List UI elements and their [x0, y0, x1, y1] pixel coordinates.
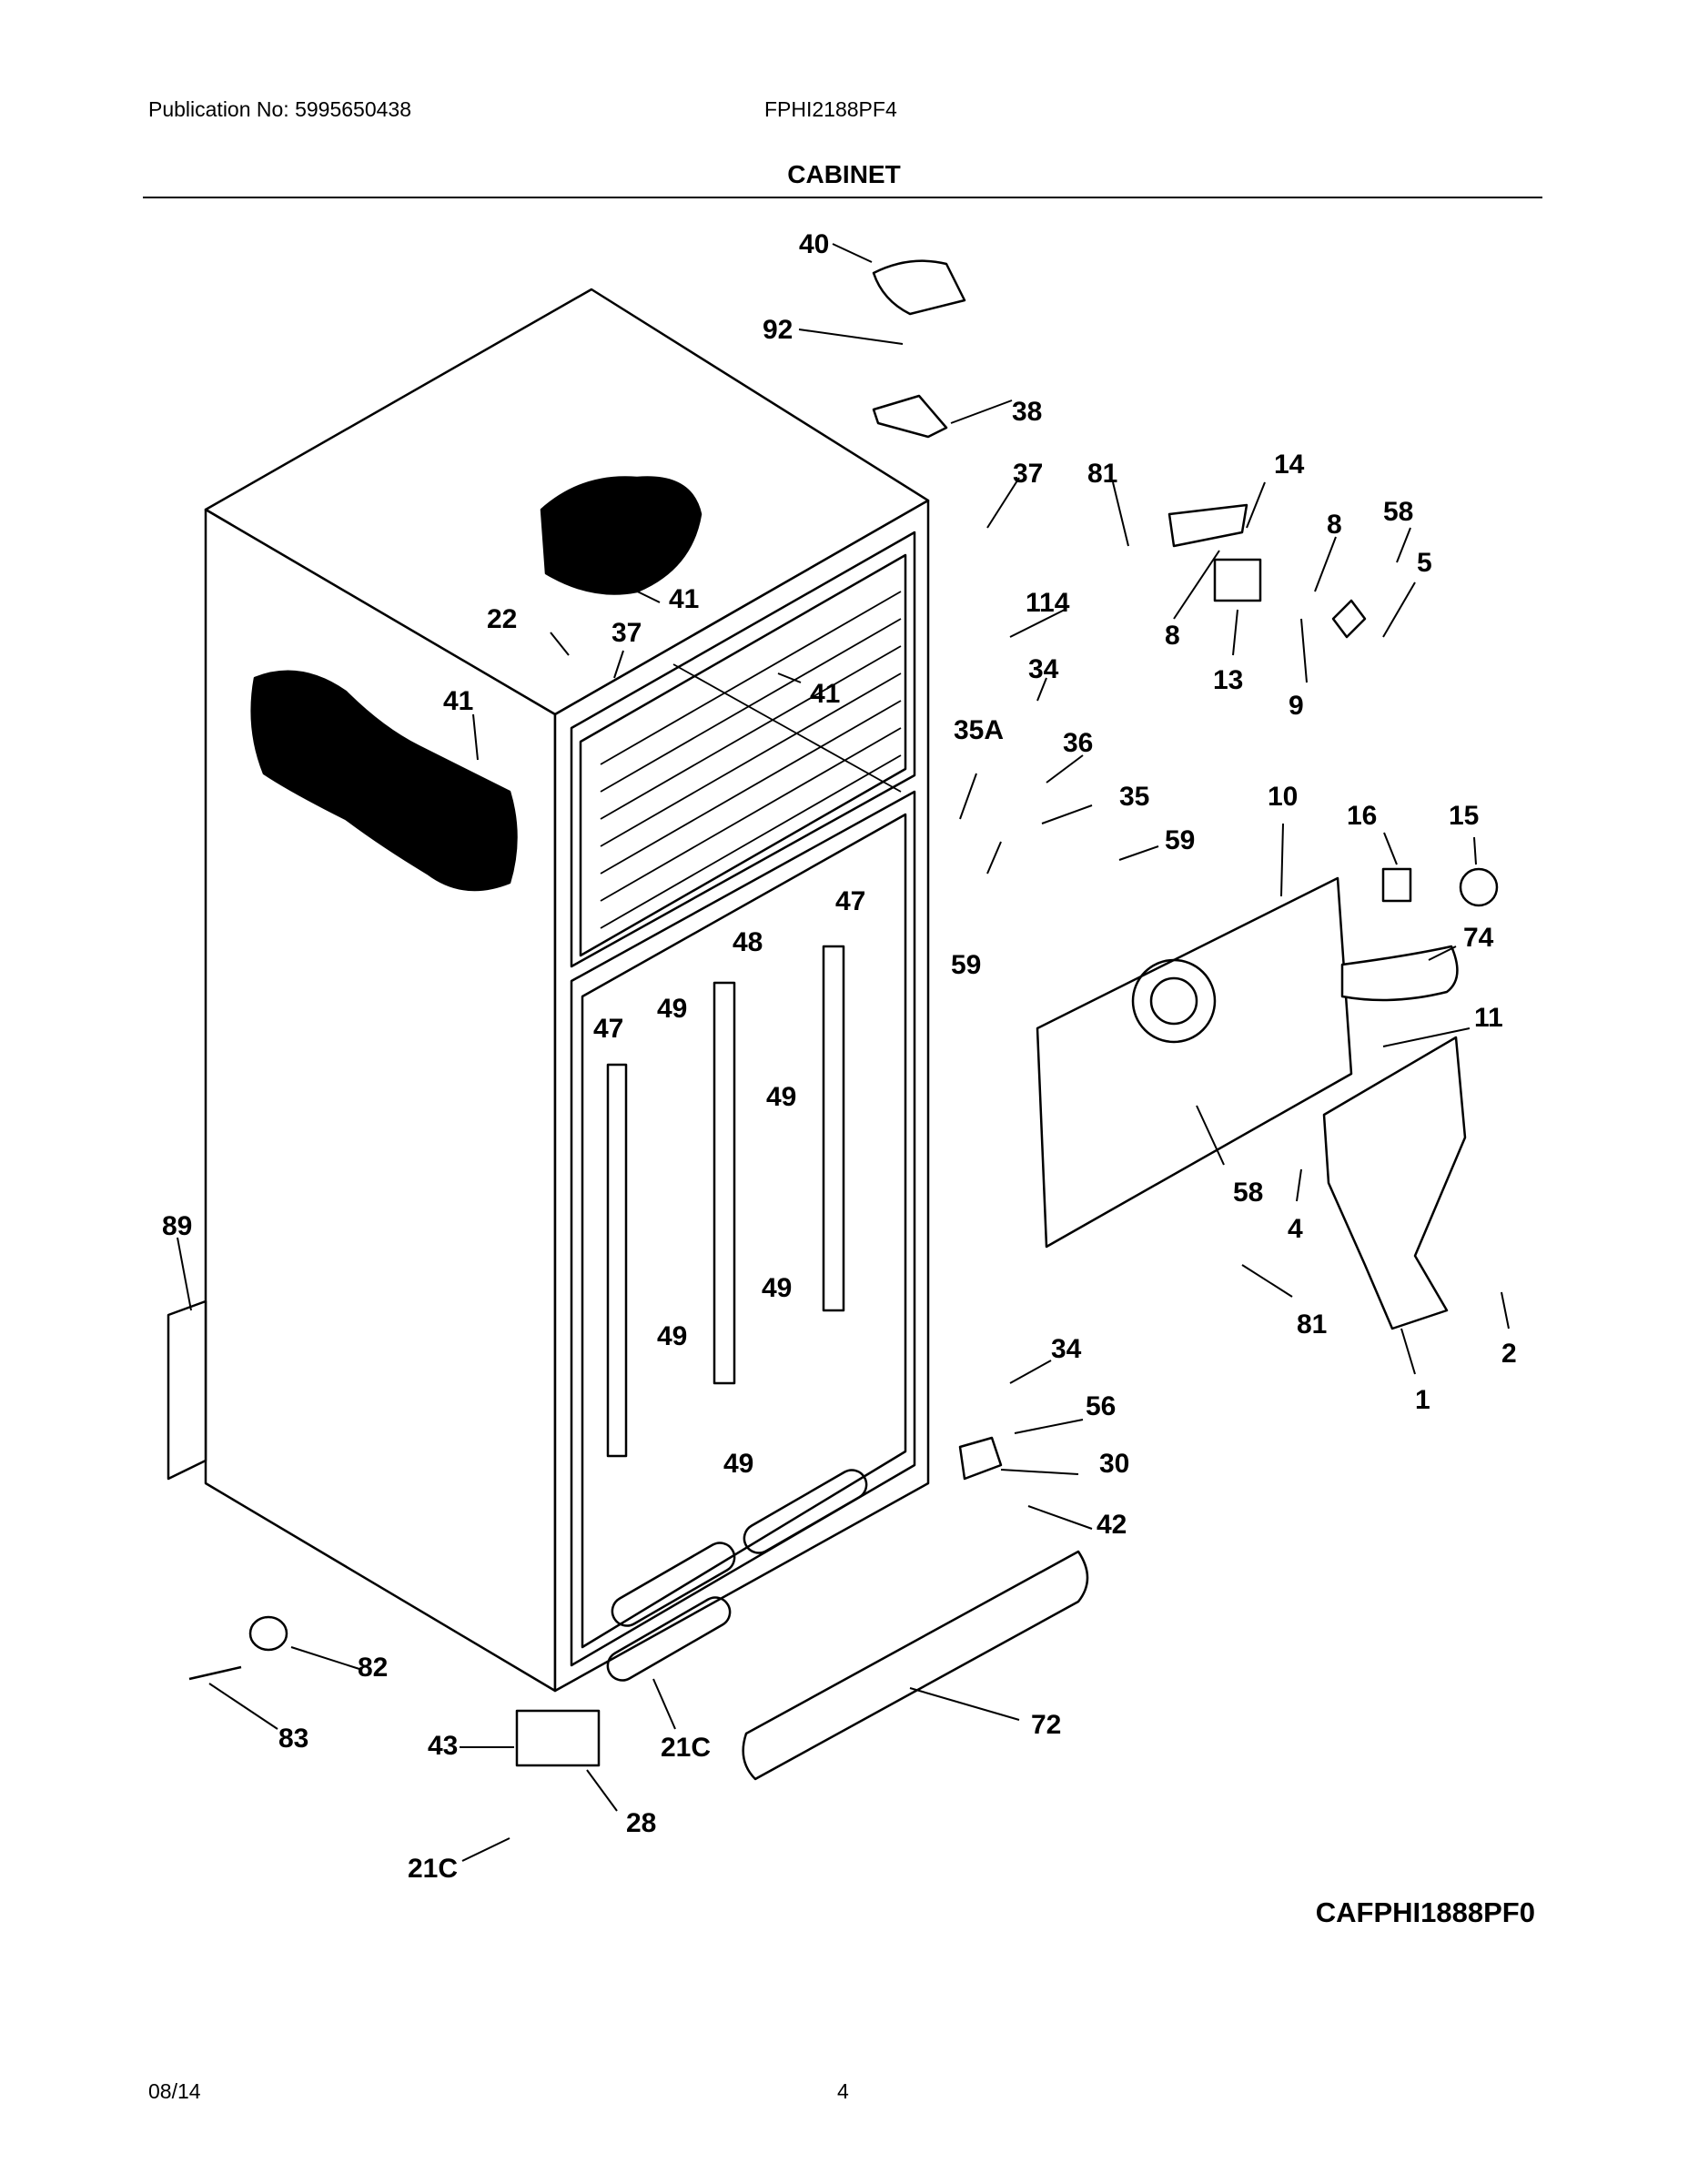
callout-49-a: 49 [657, 994, 687, 1024]
footer-date: 08/14 [148, 2079, 201, 2103]
side-bracket [167, 1299, 207, 1481]
callout-92: 92 [763, 315, 793, 345]
callout-34: 34 [1028, 654, 1059, 684]
callout-74: 74 [1463, 923, 1494, 953]
callout-41-side: 41 [443, 686, 473, 716]
evaporator-cover [1036, 876, 1353, 1249]
light-shield [1340, 945, 1459, 1002]
shelf-ladder-left [606, 1063, 628, 1458]
callout-81-lower: 81 [1297, 1309, 1327, 1340]
callout-47-right: 47 [835, 886, 865, 916]
callout-82: 82 [358, 1653, 388, 1683]
callout-59-lower: 59 [951, 950, 981, 980]
cutaway-top [540, 476, 702, 595]
callout-37: 37 [1013, 459, 1043, 489]
callout-14: 14 [1274, 450, 1305, 480]
fan-motor [1213, 558, 1262, 602]
callout-49-e: 49 [723, 1449, 753, 1479]
cutaway-side [250, 670, 518, 892]
callout-4: 4 [1288, 1214, 1303, 1244]
top-hinge [872, 394, 948, 439]
callout-34-lower: 34 [1051, 1334, 1082, 1364]
motor-bracket [1167, 503, 1248, 548]
callout-10: 10 [1268, 782, 1298, 812]
page-number: 4 [837, 2079, 849, 2103]
bottom-hinge [958, 1436, 1003, 1481]
bottom-hinge-left [515, 1709, 601, 1767]
lamp-socket [1381, 867, 1412, 903]
door-pin [188, 1665, 242, 1681]
callout-15: 15 [1449, 801, 1479, 831]
callout-58: 58 [1383, 497, 1413, 527]
callout-83: 83 [278, 1724, 308, 1754]
callout-21c-center: 21C [661, 1733, 711, 1763]
callout-49-b: 49 [766, 1082, 796, 1112]
leveler [248, 1615, 288, 1652]
callout-41: 41 [669, 584, 699, 614]
callout-114: 114 [1026, 588, 1070, 618]
callout-30: 30 [1099, 1449, 1129, 1479]
callout-9: 9 [1289, 691, 1304, 721]
callout-36: 36 [1063, 728, 1093, 758]
callout-47-left: 47 [593, 1014, 623, 1044]
callout-41-inner: 41 [810, 679, 840, 709]
light-bulb [1459, 867, 1499, 907]
callout-28: 28 [626, 1808, 656, 1838]
callout-labels: 40 92 38 37 81 14 8 58 5 8 13 9 41 22 37… [162, 229, 1517, 1884]
callout-49-c: 49 [762, 1273, 792, 1303]
callout-37-inner: 37 [612, 618, 642, 648]
callout-8: 8 [1327, 510, 1342, 540]
callout-38: 38 [1012, 397, 1042, 427]
callout-21c-bottom: 21C [408, 1854, 458, 1884]
callout-56: 56 [1086, 1391, 1116, 1421]
callout-5: 5 [1417, 548, 1432, 578]
callout-81: 81 [1087, 459, 1117, 489]
publication-number: Publication No: 5995650438 [148, 97, 412, 121]
callout-59: 59 [1165, 825, 1195, 855]
section-title: CABINET [787, 160, 901, 188]
light-housing [1322, 1036, 1467, 1330]
callout-48: 48 [733, 927, 763, 957]
callout-8-lower: 8 [1165, 621, 1180, 651]
callout-22: 22 [487, 604, 517, 634]
callout-89: 89 [162, 1211, 192, 1241]
callout-49-d: 49 [657, 1321, 687, 1351]
shelf-ladder-right [822, 945, 845, 1312]
callout-2: 2 [1501, 1339, 1517, 1369]
callout-35a: 35A [954, 715, 1004, 745]
callout-11: 11 [1474, 1003, 1503, 1033]
kick-plate [742, 1550, 1089, 1781]
fan-blade [1331, 599, 1367, 639]
hinge-cover [872, 259, 966, 316]
callout-1: 1 [1415, 1385, 1430, 1415]
diagram-code: CAFPHI1888PF0 [1315, 1896, 1535, 1928]
callout-40: 40 [799, 229, 829, 259]
callout-42: 42 [1097, 1510, 1127, 1540]
callout-43: 43 [428, 1731, 458, 1761]
callout-16: 16 [1347, 801, 1377, 831]
leader-lines [177, 243, 1510, 1862]
callout-35: 35 [1119, 782, 1149, 812]
callout-58-lower: 58 [1233, 1178, 1263, 1208]
shelf-ladder-center [713, 981, 736, 1385]
header-rule [143, 197, 1542, 198]
callout-72: 72 [1031, 1710, 1061, 1740]
model-number: FPHI2188PF4 [764, 97, 897, 121]
callout-13: 13 [1213, 665, 1243, 695]
